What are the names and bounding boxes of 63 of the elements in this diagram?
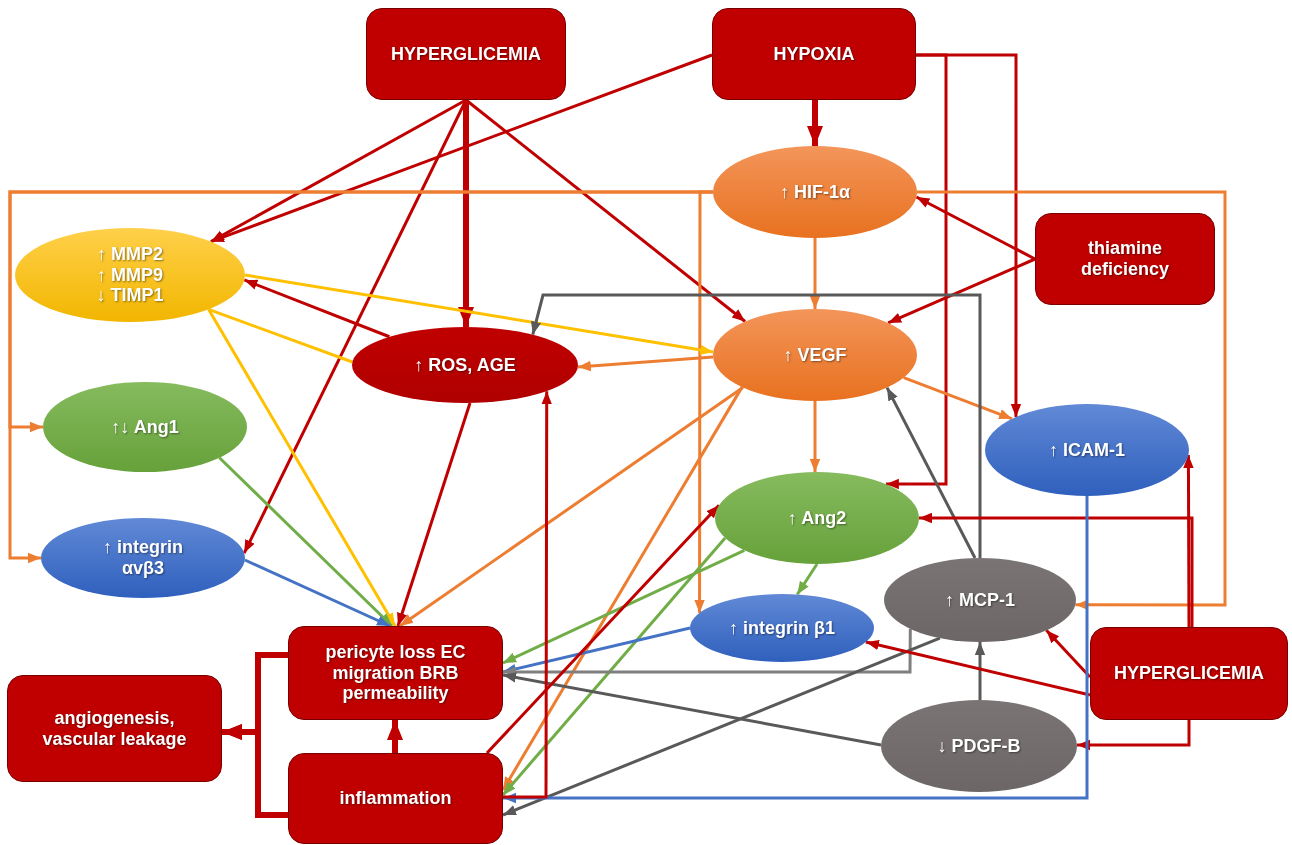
arrow <box>501 537 727 796</box>
node-label: ↓ PDGF-B <box>937 735 1021 757</box>
arrow <box>399 386 744 628</box>
node-label: ↑ integrin β1 <box>729 617 835 639</box>
arrow <box>865 639 1091 697</box>
node-label: ↑ MMP2 ↑ MMP9 ↓ TIMP1 <box>95 243 165 307</box>
arrow <box>694 190 713 613</box>
arrow <box>1045 629 1092 679</box>
arrow <box>903 376 1013 421</box>
process-box <box>366 8 566 100</box>
process-box <box>288 626 503 720</box>
arrow <box>796 563 819 596</box>
node-label: HYPERGLICEMIA <box>391 43 541 65</box>
node-label: ↑ integrin αvβ3 <box>102 537 184 579</box>
arrow <box>243 278 390 339</box>
process-box <box>288 753 503 844</box>
arrow <box>887 257 1036 325</box>
node-label: ↑ Ang2 <box>787 507 847 529</box>
node-label: ↑ ROS, AGE <box>414 354 516 376</box>
arrow <box>885 386 977 559</box>
node-label: HYPERGLICEMIA <box>1114 663 1264 684</box>
arrow <box>915 195 1036 261</box>
arrow <box>917 190 1227 611</box>
arrow <box>807 100 823 146</box>
arrow <box>503 496 1089 804</box>
arrow <box>919 512 1194 627</box>
arrow <box>387 720 403 753</box>
node-label: ↑↓ Ang1 <box>111 416 179 438</box>
node-label: angiogenesis, vascular leakage <box>41 707 188 750</box>
arrow <box>502 636 941 817</box>
node-label: inflammation <box>339 788 452 809</box>
arrow <box>485 504 721 755</box>
arrow <box>809 401 821 472</box>
arrow <box>210 53 713 244</box>
arrow <box>501 386 744 791</box>
arrow <box>1183 454 1194 627</box>
arrow <box>218 456 394 628</box>
arrow <box>1077 720 1191 751</box>
node-label: ↑ VEGF <box>783 344 847 366</box>
arrow <box>458 100 474 327</box>
node-label: thiamine deficiency <box>1079 238 1170 280</box>
process-box <box>7 675 222 782</box>
arrow <box>531 293 982 558</box>
node-label: ↑ MCP-1 <box>945 589 1015 611</box>
arrow <box>502 548 745 665</box>
node-label: ↑ ICAM-1 <box>1049 439 1125 461</box>
node-label: pericyte loss EC migration BRB permeability <box>324 641 467 705</box>
arrow <box>503 391 552 799</box>
arrow <box>502 672 882 747</box>
arrow <box>207 308 397 627</box>
process-box <box>1035 213 1215 305</box>
arrow <box>222 724 288 818</box>
arrow <box>244 273 714 356</box>
node-label: HYPOXIA <box>773 43 855 65</box>
node-label: ↑ HIF-1α <box>779 181 851 203</box>
process-box <box>712 8 916 100</box>
arrow <box>809 238 821 309</box>
arrow <box>974 642 986 700</box>
process-box <box>1090 627 1288 720</box>
arrow <box>577 355 714 372</box>
arrow <box>916 53 1022 417</box>
arrow <box>244 558 391 628</box>
arrow <box>396 402 472 627</box>
